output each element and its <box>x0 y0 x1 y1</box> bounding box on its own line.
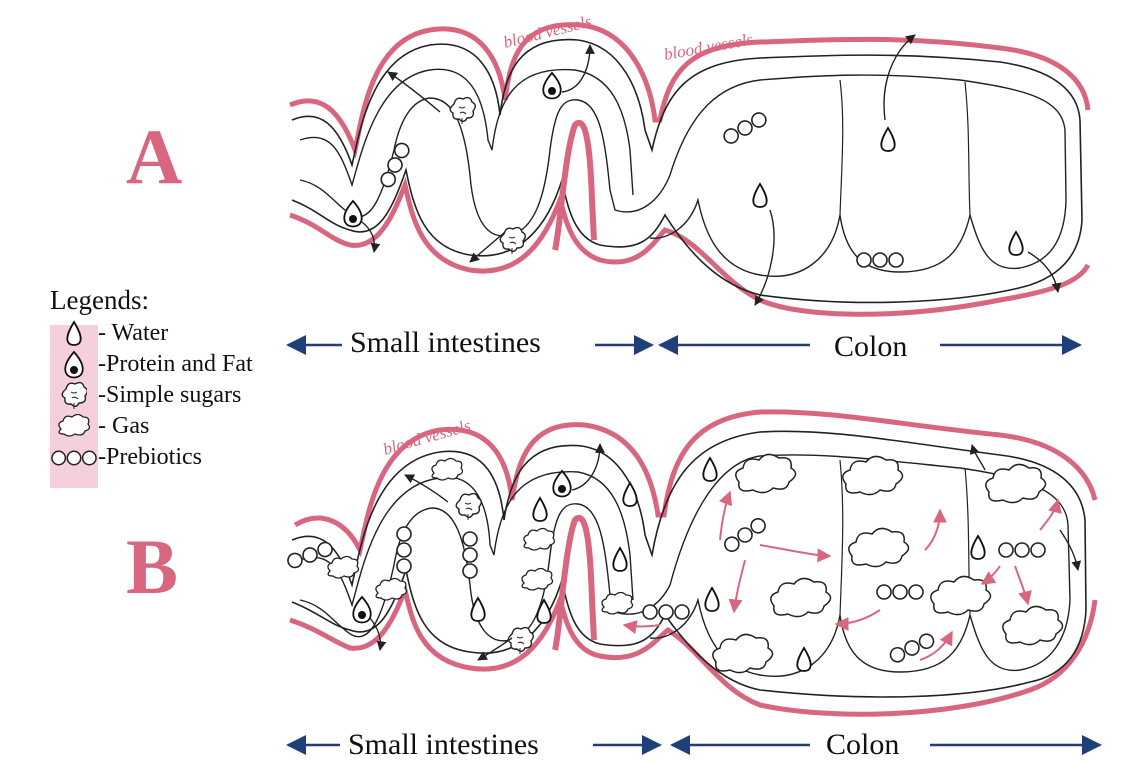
water-drop-icon <box>1009 232 1023 255</box>
protein-fat-icon <box>50 350 98 380</box>
water-drop-icon <box>537 600 551 623</box>
gas-cloud-icon <box>843 456 903 494</box>
panel-b-letter: B <box>126 528 178 606</box>
water-drop-icon <box>533 498 547 521</box>
water-drop-icon <box>971 536 985 559</box>
prebiotics-icon <box>857 253 903 267</box>
prebiotics-icon <box>286 541 334 570</box>
gas-cloud-icon <box>986 464 1046 502</box>
legend-label-prebiotics: -Prebiotics <box>98 444 202 471</box>
protein-fat-icon <box>553 471 570 497</box>
legend-item: -Simple sugars <box>50 380 295 411</box>
protein-fat-icon <box>543 73 560 99</box>
gas-cloud-icon <box>771 578 831 616</box>
legend-item: -Prebiotics <box>50 442 295 473</box>
simple-sugar-icon <box>450 98 475 124</box>
simple-sugar-icon <box>500 228 525 254</box>
legend-label-water: - Water <box>98 320 168 347</box>
water-drop-icon <box>797 648 811 671</box>
water-drop-icon <box>753 184 767 207</box>
water-drop-icon <box>881 128 895 151</box>
blood-vessels-label-a1: blood vessels <box>501 12 593 52</box>
gas-cloud-icon <box>1003 606 1063 644</box>
legend-label-protein-fat: -Protein and Fat <box>98 351 253 378</box>
panel-a-vessel-bottom <box>290 185 1088 314</box>
water-drop-icon <box>613 548 627 571</box>
prebiotics-icon <box>50 443 98 473</box>
prebiotics-icon <box>888 632 936 664</box>
gas-cloud-icon <box>522 569 553 591</box>
legend-title: Legends: <box>50 285 295 316</box>
small-intestines-label-a: Small intestines <box>342 326 549 360</box>
legend-label-simple-sugars: -Simple sugars <box>98 382 241 409</box>
legend-item: -Protein and Fat <box>50 349 295 380</box>
panel-a-letter: A <box>126 118 182 196</box>
legend-item: - Gas <box>50 411 295 442</box>
prebiotics-icon <box>463 532 477 578</box>
gas-cloud-icon <box>931 576 991 614</box>
water-drop-icon <box>703 458 717 481</box>
prebiotics-icon <box>877 585 923 599</box>
simple-sugar-icon <box>50 381 98 411</box>
prebiotics-icon <box>722 516 768 554</box>
legend-item: - Water <box>50 318 295 349</box>
gas-cloud-icon <box>713 634 773 672</box>
water-drop-icon <box>623 483 637 506</box>
prebiotics-icon <box>722 110 769 145</box>
water-drop-icon <box>471 598 485 621</box>
gas-cloud-icon <box>328 557 359 579</box>
protein-fat-icon <box>353 597 370 623</box>
gas-cloud-icon <box>849 528 909 566</box>
blood-vessels-label-a2: blood vessels <box>662 30 754 64</box>
gas-cloud-icon <box>50 412 98 442</box>
gas-cloud-icon <box>376 579 407 601</box>
legend: Legends: - Water -Protein and Fat -Simpl… <box>50 285 295 473</box>
gas-cloud-icon <box>602 593 633 615</box>
prebiotics-icon <box>397 527 411 573</box>
panel-a-diagram: blood vessels blood vessels <box>290 12 1088 315</box>
water-drop-icon <box>50 319 98 349</box>
legend-label-gas: - Gas <box>98 413 149 440</box>
prebiotics-icon <box>999 543 1045 557</box>
colon-label-a: Colon <box>826 330 915 364</box>
gas-cloud-icon <box>432 459 463 481</box>
protein-fat-icon <box>344 201 361 227</box>
panel-b-diagram: blood vessels <box>286 412 1095 714</box>
prebiotics-icon <box>643 605 689 619</box>
gas-cloud-icon <box>524 529 555 551</box>
simple-sugar-icon <box>456 494 481 520</box>
water-drop-icon <box>705 588 719 611</box>
